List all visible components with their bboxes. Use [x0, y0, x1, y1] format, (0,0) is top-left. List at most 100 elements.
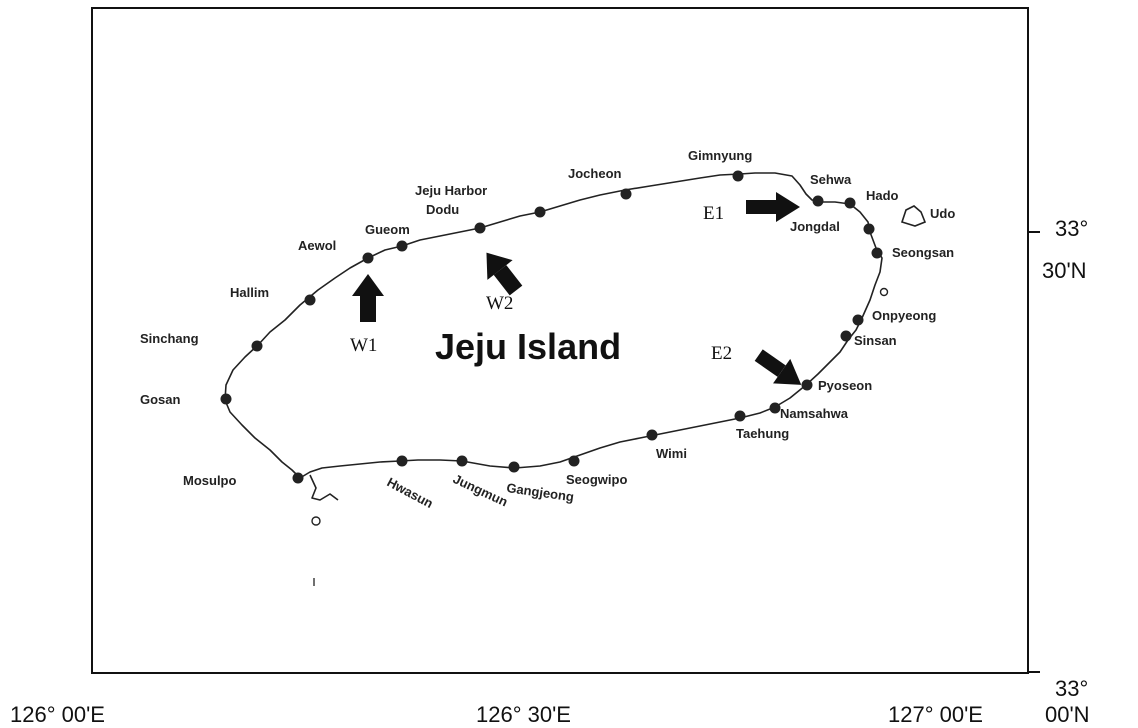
station-onpyeong: Onpyeong: [852, 308, 936, 326]
station-dot-icon: [474, 222, 486, 234]
station-dot-icon: [396, 455, 408, 467]
arrow-e2-shape: [754, 349, 786, 377]
station-gangjeong: Gangjeong: [506, 461, 575, 504]
station-dot-icon: [292, 472, 304, 484]
station-label: Jocheon: [568, 166, 622, 181]
x-tick-label: 127° 00'E: [888, 702, 983, 727]
station-jocheon: Jocheon: [568, 166, 632, 200]
station-label: Taehung: [736, 426, 789, 441]
station-label: Gimnyung: [688, 148, 752, 163]
station-dot-icon: [844, 197, 856, 209]
station-dot-icon: [801, 379, 813, 391]
station-wimi: Wimi: [646, 429, 687, 461]
y-tick-label: 30'N: [1042, 258, 1087, 283]
station-sehwa: Sehwa: [810, 172, 852, 207]
arrow-e2-head: [773, 358, 802, 385]
station-seogwipo: Seogwipo: [566, 455, 627, 487]
station-taehung: Taehung: [734, 410, 789, 441]
station-label: Gosan: [140, 392, 181, 407]
station-jeju-harbor: Jeju Harbor: [415, 183, 546, 218]
station-dot-icon: [220, 393, 232, 405]
arrow-w2-shape: [493, 265, 523, 296]
station-label: Hado: [866, 188, 899, 203]
station-label: Dodu: [426, 202, 459, 217]
station-label: Jeju Harbor: [415, 183, 487, 198]
station-label: Sinchang: [140, 331, 199, 346]
station-aewol: Aewol: [298, 238, 374, 264]
station-label: Jungmun: [451, 471, 510, 509]
arrow-e1-head: [776, 192, 800, 222]
arrow-w1-head: [352, 274, 384, 296]
station-label: Seogwipo: [566, 472, 627, 487]
station-hado: Hado: [844, 188, 899, 209]
islet-icon: [879, 287, 889, 297]
arrow-w1-label: W1: [350, 335, 377, 356]
station-label: Pyoseon: [818, 378, 872, 393]
station-sinchang: Sinchang: [140, 331, 263, 352]
station-dot-icon: [456, 455, 468, 467]
arrow-e1: E1: [703, 192, 800, 224]
station-hallim: Hallim: [230, 285, 316, 306]
station-dot-icon: [251, 340, 263, 352]
map-frame: [91, 7, 1029, 674]
udo-label: Udo: [930, 206, 955, 221]
station-label: Sinsan: [854, 333, 897, 348]
station-mosulpo: Mosulpo: [183, 472, 304, 488]
arrow-w2: [486, 252, 523, 296]
station-dot-icon: [812, 195, 824, 207]
station-hwasun: Hwasun: [385, 455, 436, 511]
station-label: Seongsan: [892, 245, 954, 260]
station-label: Gueom: [365, 222, 410, 237]
station-dot-icon: [362, 252, 374, 264]
station-dot-icon: [646, 429, 658, 441]
station-gimnyung: Gimnyung: [688, 148, 752, 182]
station-dot-icon: [568, 455, 580, 467]
station-seongsan: Seongsan: [871, 245, 954, 260]
arrow-e1-shape: [746, 200, 776, 214]
arrow-w1-shape: [360, 296, 376, 322]
station-dot-icon: [534, 206, 546, 218]
station-label: Wimi: [656, 446, 687, 461]
station-dot-icon: [871, 247, 883, 259]
station-label: Hallim: [230, 285, 269, 300]
station-label: Onpyeong: [872, 308, 936, 323]
station-dot-icon: [852, 314, 864, 326]
station-pyoseon: Pyoseon: [801, 378, 872, 393]
y-tick-label: 33°: [1055, 216, 1088, 241]
station-dot-icon: [840, 330, 852, 342]
island-label: Jeju Island: [435, 326, 621, 367]
station-dot-icon: [396, 240, 408, 252]
station-label: Hwasun: [385, 474, 436, 511]
y-tick-label: 33°: [1055, 676, 1088, 701]
station-dot-icon: [863, 223, 875, 235]
islet-icon: [311, 516, 321, 526]
y-tick-label: 00'N: [1045, 702, 1090, 727]
arrow-w1: W1: [350, 274, 384, 356]
udo-islet-outline: [900, 205, 927, 227]
station-guesom: Gueom: [365, 222, 410, 252]
station-label: Jongdal: [790, 219, 840, 234]
station-label: Mosulpo: [183, 473, 236, 488]
station-label: Gangjeong: [506, 480, 575, 504]
station-dot-icon: [508, 461, 520, 473]
station-dot-icon: [769, 402, 781, 414]
station-dodu: Dodu: [426, 202, 486, 234]
arrow-e1-label: E1: [703, 203, 724, 224]
station-gosan: Gosan: [140, 392, 232, 407]
station-label: Aewol: [298, 238, 336, 253]
x-tick-label: 126° 30'E: [476, 702, 571, 727]
station-label: Namsahwa: [780, 406, 849, 421]
station-jongdal: Jongdal: [790, 219, 875, 235]
station-label: Sehwa: [810, 172, 852, 187]
x-tick-label: 126° 00'E: [10, 702, 105, 727]
station-namsahwa: Namsahwa: [769, 402, 849, 421]
station-dot-icon: [734, 410, 746, 422]
arrow-e2: [754, 349, 802, 385]
arrow-w2-label: W2: [486, 293, 513, 314]
station-sinsan: Sinsan: [840, 330, 897, 348]
station-dot-icon: [304, 294, 316, 306]
arrow-e2-label: E2: [711, 343, 732, 364]
station-dot-icon: [732, 170, 744, 182]
station-dot-icon: [620, 188, 632, 200]
